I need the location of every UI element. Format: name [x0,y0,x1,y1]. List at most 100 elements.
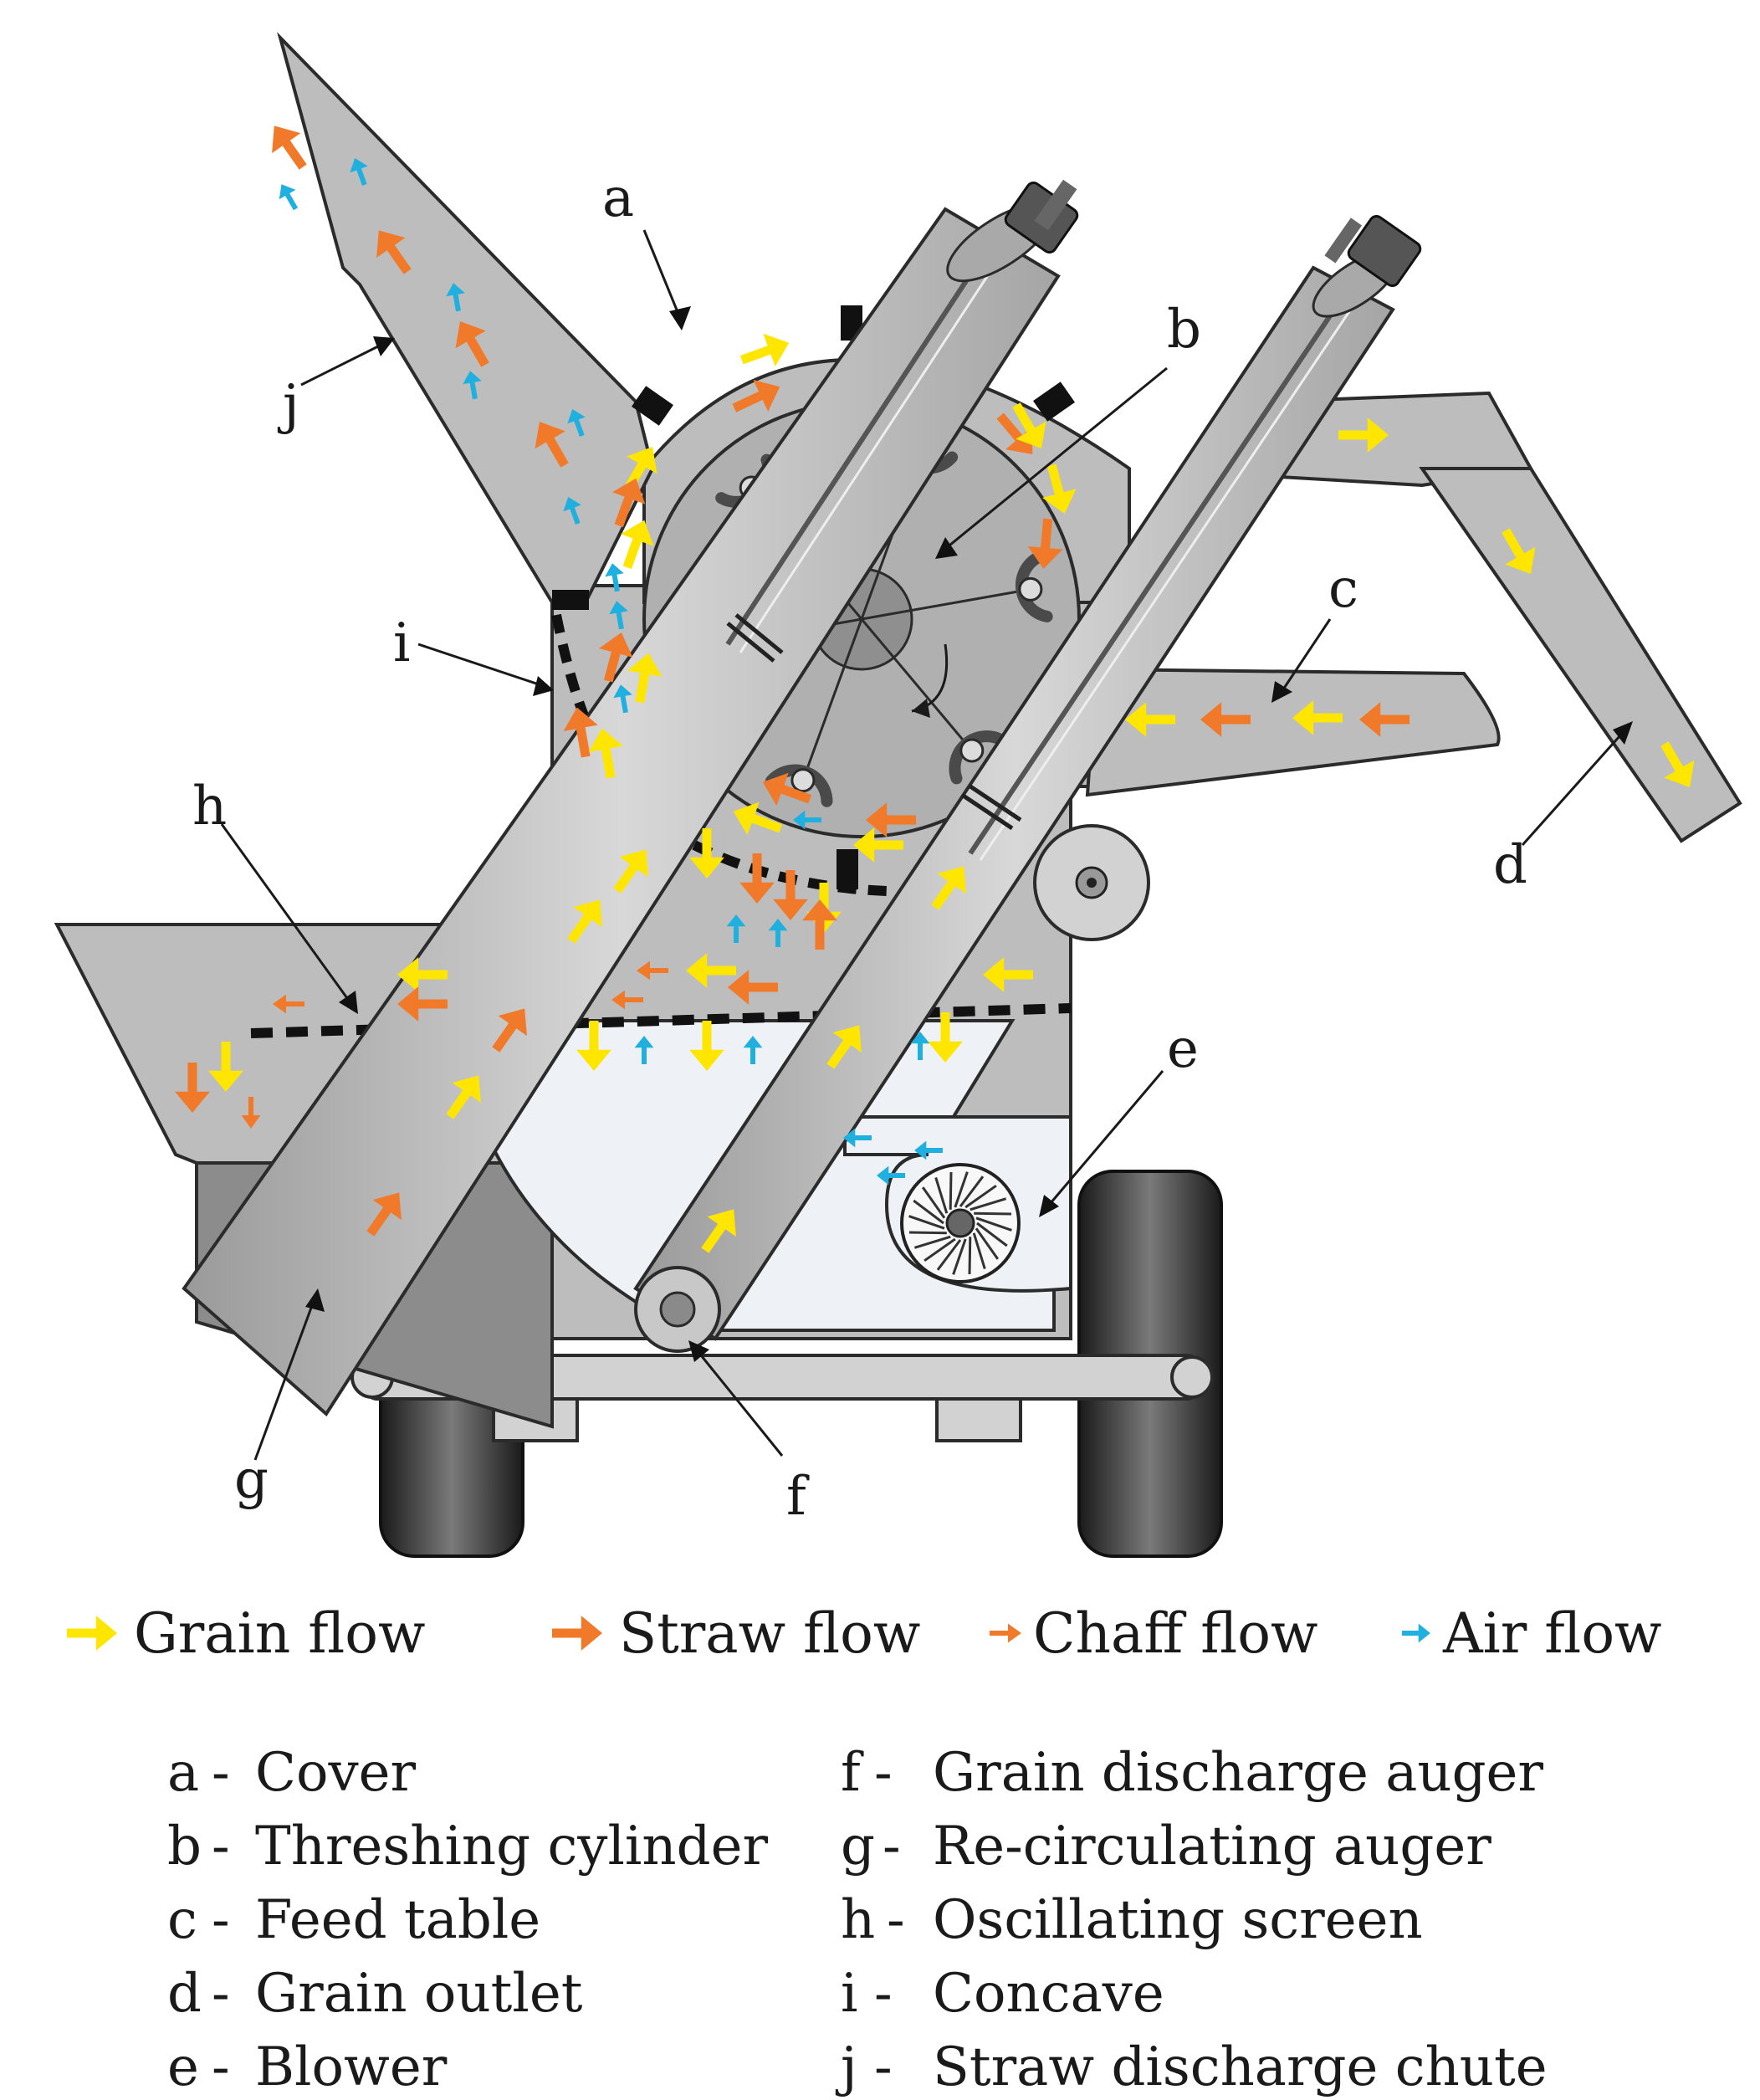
key-letter-g: g [841,1816,875,1877]
key-sep-e: - [212,2036,230,2098]
grain-flow-arrow [689,1021,724,1071]
grain-flow-arrow [1012,402,1046,448]
legend-chaff-label: Chaff flow [1033,1601,1317,1666]
grain-flow-arrow [983,957,1033,992]
blower-housing [843,1115,1072,1293]
legend-straw-flow: Straw flow [552,1601,920,1666]
key-name-h: Oscillating screen [933,1889,1423,1951]
key-sep-f: - [874,1742,893,1804]
concave [551,613,615,773]
air-flow-arrow [726,914,746,943]
key-item-a: a - Cover [167,1742,417,1804]
rotor-arm [860,618,973,752]
leader-i-arrowhead [533,676,554,696]
flow-arrows [175,125,1695,1253]
label-a: a [602,167,634,229]
key-sep-d: - [212,1963,230,2025]
leader-f-arrowhead [688,1340,709,1362]
key-item-c: c - Feed table [167,1889,540,1951]
impeller-blade [934,1176,949,1214]
air-flow-arrow [605,563,624,592]
air-flow-arrow [843,1128,872,1148]
key-item-b: b - Threshing cylinder [167,1816,768,1877]
air-flow-arrow [793,810,821,830]
straw-flow-arrow [1200,702,1251,737]
straw-flow-arrow [492,1008,527,1053]
leader-c-arrowhead [1271,681,1292,703]
rotor-arm [801,618,863,781]
grain-flow-arrow [689,828,724,878]
key-letter-b: b [167,1816,202,1877]
grain-flow-arrow [627,653,663,704]
label-i: i [393,612,410,674]
key-letter-d: d [167,1963,202,2025]
impeller-blade [976,1222,1008,1247]
key-letter-j: j [835,2036,857,2098]
air-flow-arrow [279,184,299,211]
grain-flow-arrow [733,802,783,835]
grain-flow-arrow [576,1021,611,1071]
impeller-blade [913,1199,944,1225]
key-name-e: Blower [255,2036,448,2098]
label-b: b [1167,299,1201,361]
straw-flow-arrow [272,125,307,170]
label-g: g [234,1449,269,1511]
legend-straw-label: Straw flow [619,1601,920,1666]
straw-flow-arrow [535,422,569,468]
feed-table [1085,667,1501,797]
legend-air-flow: Air flow [1402,1601,1662,1666]
impeller-blade [959,1175,985,1207]
key-item-e: e - Blower [167,2036,448,2098]
re-circulating-auger [182,179,1079,1417]
grain-flow-arrow [826,1025,862,1069]
impeller-blade [970,1197,1007,1211]
impeller-blade [974,1211,1012,1216]
straw-flow-arrow [802,899,837,950]
key-name-g: Re-circulating auger [933,1816,1491,1877]
legend-chaff-flow: Chaff flow [990,1601,1317,1666]
straw-flow-arrow [1027,518,1063,569]
key-name-c: Feed table [255,1889,540,1951]
chaff-flow-arrow [611,990,643,1010]
air-flow-arrow [768,919,788,947]
drive-pulley [1033,824,1150,941]
label-j: j [277,374,299,436]
grain-flow-arrow [1338,417,1389,453]
chaff-flow-arrow [637,960,668,981]
key-sep-i: - [874,1963,893,2025]
air-flow-arrow [463,371,482,400]
air-flow-arrow [609,601,628,630]
key-item-g: g - Re-circulating auger [841,1816,1491,1877]
part-labels: a b c d e f g h i j [192,167,1527,1528]
straw-flow-arrow [732,380,780,412]
oscillating-screen [250,1003,1072,1038]
straw-flow-arrow [866,802,916,837]
label-h: h [192,776,227,837]
key-sep-b: - [212,1816,230,1877]
key-sep-j: - [874,2036,893,2098]
concave-lower [692,840,888,896]
leader-j-arrowhead [373,336,395,356]
straw-flow-arrow [996,412,1033,454]
air-flow-arrow [910,1032,930,1060]
label-f: f [786,1466,810,1528]
legend-air-label: Air flow [1442,1601,1662,1666]
legend-straw-arrow [552,1616,602,1651]
air-flow-arrow [563,497,581,525]
leader-d-arrowhead [1613,721,1633,745]
key-name-d: Grain outlet [255,1963,583,2025]
impeller-blade [964,1184,997,1209]
straw-flow-arrow [397,986,448,1022]
grain-flow-arrow [446,1075,481,1119]
label-c: c [1328,558,1358,620]
leader-g-arrowhead [305,1288,325,1312]
straw-flow-arrow [739,853,775,904]
grain-flow-arrow [701,1209,736,1253]
key-letter-f: f [841,1742,864,1804]
rotor-arm [861,587,1031,621]
leader-a-arrowhead [669,306,691,330]
chaff-flow-arrow [241,1097,261,1129]
key-sep-c: - [212,1889,230,1951]
air-flow-arrow [914,1140,943,1160]
